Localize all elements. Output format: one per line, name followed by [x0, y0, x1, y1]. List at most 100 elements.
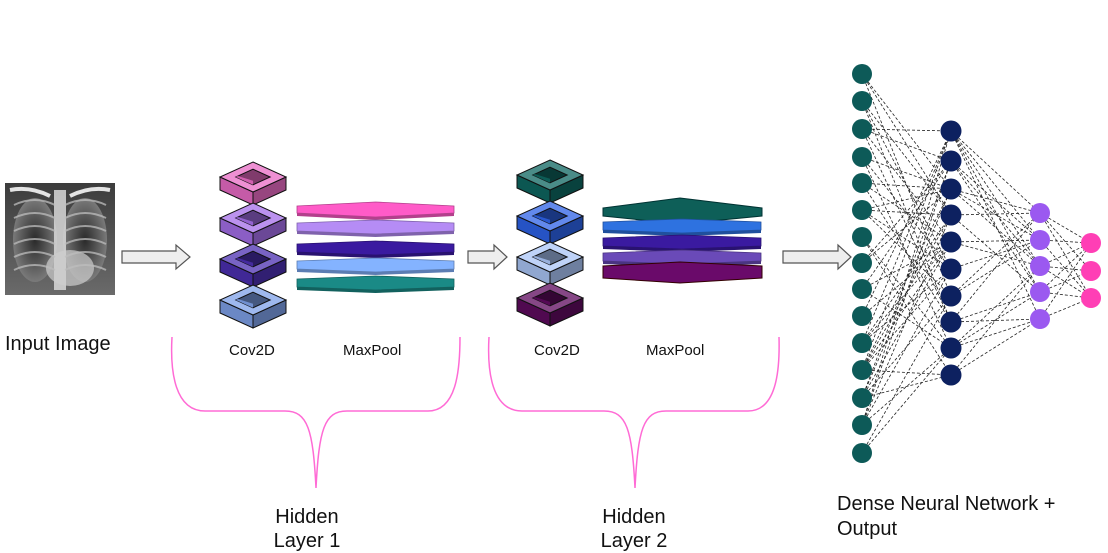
- conv-filter-block: [515, 159, 585, 204]
- neuron-connection: [1039, 242, 1092, 293]
- neuron-node: [852, 227, 872, 247]
- pooled-feature-map: [296, 257, 455, 275]
- conv2d-block-stack-1: [218, 161, 288, 329]
- neuron-connection: [861, 241, 952, 344]
- neuron-connection: [950, 130, 1041, 293]
- pooled-feature-map: [296, 219, 455, 237]
- pooled-feature-map: [296, 240, 455, 258]
- xray-input-image: [5, 183, 115, 295]
- neuron-connection: [950, 212, 1041, 323]
- dense-network-label-line2: Output: [837, 518, 898, 540]
- neuron-node: [1030, 282, 1050, 302]
- neuron-node: [852, 91, 872, 111]
- neuron-connection: [950, 130, 1041, 241]
- neuron-node: [852, 119, 872, 139]
- neuron-connection: [950, 160, 1041, 293]
- neuron-connection: [861, 130, 952, 371]
- neuron-connection: [861, 130, 952, 344]
- conv-filter-block: [218, 243, 288, 288]
- neuron-connection: [950, 160, 1041, 267]
- neuron-connection: [861, 209, 952, 270]
- neuron-connection: [950, 318, 1041, 349]
- neuron-connection: [861, 156, 952, 270]
- pooled-feature-map: [602, 218, 762, 236]
- neuron-connection: [861, 241, 952, 290]
- arrow-hidden1-to-hidden2: [467, 243, 508, 271]
- hidden-layer-1-label: Hidden Layer 1: [247, 505, 367, 553]
- neuron-node: [852, 147, 872, 167]
- neuron-node: [940, 231, 962, 253]
- pooled-feature-map: [602, 197, 763, 225]
- neuron-node: [1030, 309, 1050, 329]
- neuron-node: [1030, 256, 1050, 276]
- neuron-node: [940, 258, 962, 280]
- neuron-connection: [1039, 239, 1092, 299]
- dense-network-connections: [861, 73, 1092, 454]
- neuron-node: [1030, 203, 1050, 223]
- hidden-layer-1-label-line2: Layer 1: [273, 530, 341, 552]
- neuron-node: [1081, 288, 1101, 308]
- neuron-connection: [1039, 212, 1092, 272]
- neuron-node: [852, 333, 872, 353]
- dense-network-label-line1: Dense Neural Network +: [837, 493, 1056, 515]
- conv2d-label-1: Cov2D: [229, 342, 275, 359]
- hidden-layer-1-label-line1: Hidden: [275, 506, 339, 528]
- dense-network-nodes: [852, 64, 1101, 463]
- neuron-node: [940, 337, 962, 359]
- hidden-layer-1-bracket: [170, 336, 461, 489]
- neuron-connection: [861, 182, 952, 243]
- maxpool-layer-stack-1: [296, 201, 455, 293]
- neuron-connection: [861, 374, 952, 399]
- neuron-connection: [1039, 212, 1092, 299]
- neuron-node: [940, 364, 962, 386]
- neuron-connection: [861, 128, 952, 132]
- neuron-connection: [861, 241, 952, 371]
- neuron-connection: [861, 73, 952, 216]
- neuron-node: [852, 279, 872, 299]
- neuron-connection: [861, 295, 952, 454]
- neuron-connection: [861, 160, 952, 399]
- maxpool-layer-stack-2: [602, 197, 763, 284]
- neuron-node: [1081, 233, 1101, 253]
- conv-filter-block: [218, 202, 288, 247]
- neuron-connection: [950, 239, 1041, 243]
- pooled-feature-map: [602, 261, 763, 284]
- pooled-feature-map: [296, 201, 455, 220]
- hidden-layer-2-label: Hidden Layer 2: [574, 505, 694, 553]
- neuron-node: [852, 388, 872, 408]
- neuron-connection: [950, 212, 1041, 297]
- neuron-node: [852, 173, 872, 193]
- neuron-node: [940, 120, 962, 142]
- conv-filter-block: [515, 282, 585, 327]
- neuron-node: [852, 360, 872, 380]
- neuron-connection: [861, 209, 952, 297]
- neuron-node: [852, 64, 872, 84]
- neuron-connection: [1039, 265, 1092, 299]
- neuron-connection: [861, 100, 952, 216]
- neuron-connection: [950, 318, 1041, 376]
- neuron-node: [940, 150, 962, 172]
- neuron-node: [852, 306, 872, 326]
- hidden-layer-2-label-line2: Layer 2: [600, 530, 668, 552]
- hidden-layer-2-label-line1: Hidden: [602, 506, 666, 528]
- neuron-connection: [861, 156, 952, 190]
- neuron-node: [852, 253, 872, 273]
- neuron-connection: [950, 130, 1041, 214]
- neuron-connection: [861, 160, 952, 290]
- neuron-node: [852, 415, 872, 435]
- neuron-connection: [861, 130, 952, 426]
- dense-network-label: Dense Neural Network + Output: [837, 492, 1055, 542]
- neuron-connection: [1039, 242, 1092, 320]
- conv-filter-block: [218, 161, 288, 206]
- neuron-node: [1030, 230, 1050, 250]
- maxpool-label-2: MaxPool: [646, 342, 705, 359]
- neuron-node: [940, 178, 962, 200]
- input-image-label: Input Image: [5, 333, 111, 355]
- neuron-node: [940, 311, 962, 333]
- neuron-connection: [950, 130, 1041, 320]
- neuron-connection: [950, 130, 1041, 267]
- conv2d-block-stack-2: [515, 159, 585, 327]
- conv2d-label-2: Cov2D: [534, 342, 580, 359]
- neuron-connection: [950, 265, 1041, 376]
